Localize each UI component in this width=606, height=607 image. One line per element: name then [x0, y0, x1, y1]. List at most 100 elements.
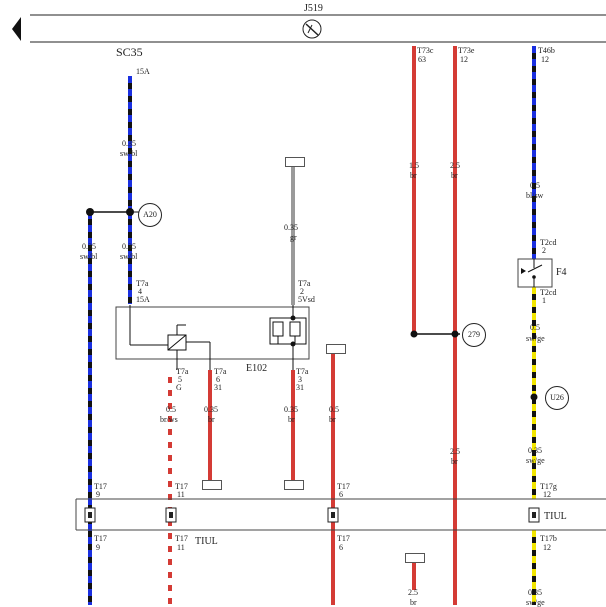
j519-label: J519 [304, 3, 323, 14]
wire-label-left-branch-size: 0.35 [82, 242, 96, 251]
conn-t2cd-1-name: T2cd [540, 288, 557, 297]
wire-label-red-mid3-color: br [329, 415, 336, 424]
conn-t17b-name: T17b [540, 534, 557, 543]
conn-t17-11-top-name: T17 [175, 482, 188, 491]
conn-t17g-name: T17g [540, 482, 557, 491]
conn-t7a-5-name: T7a [176, 367, 189, 376]
conn-t46b-pin: 12 [541, 55, 549, 64]
wire-label-bottom-red-color: br [410, 598, 417, 607]
wire-label-bottom-red-size: 2.5 [408, 588, 418, 597]
conn-t7a-5-sig: G [176, 383, 182, 392]
sc35-rating: 15A [136, 67, 150, 76]
conn-t17-9-top-pin: 9 [96, 490, 100, 499]
conn-t17-9-top-name: T17 [94, 482, 107, 491]
sc35-label: SC35 [116, 45, 143, 59]
wire-label-bottom-yellow-color: sw/ge [526, 598, 545, 607]
conn-t17-6-bot-pin: 6 [339, 543, 343, 552]
wire-label-t73e-color: br [451, 171, 458, 180]
tiul-connector-1 [84, 507, 96, 523]
j519-symbol-icon [302, 19, 322, 39]
conn-t73e-name: T73e [458, 46, 475, 55]
left-arrow-icon[interactable] [12, 17, 21, 41]
conn-t7a-3-pin: 3 [298, 375, 302, 384]
conn-t7a-6-sig: 31 [214, 383, 222, 392]
wire-label-yellow-mid-color: sw/ge [526, 334, 545, 343]
tiul-label-left: TIUL [195, 536, 218, 547]
wire-label-blue-right-color: bl/sw [526, 191, 544, 200]
conn-t17-6-top-name: T17 [337, 482, 350, 491]
tiul-label-right: TIUL [544, 511, 567, 522]
conn-t7a-2-sig: 5Vsd [298, 295, 315, 304]
tiul-connector-4 [528, 507, 540, 523]
conn-t17-6-bot-name: T17 [337, 534, 350, 543]
conn-t17-9-bot-name: T17 [94, 534, 107, 543]
wire-label-blue-right-size: 0.5 [530, 181, 540, 190]
conn-t17-11-bot-name: T17 [175, 534, 188, 543]
wire-label-t73e-size: 2.5 [450, 161, 460, 170]
conn-t17-9-bot-pin: 9 [96, 543, 100, 552]
conn-t7a-4-pin: 4 [138, 287, 142, 296]
conn-t17b-pin: 12 [543, 543, 551, 552]
wire-label-bottom-yellow-size: 0.35 [528, 588, 542, 597]
tiul-band [75, 498, 606, 531]
wire-label-sc-top-color: sw/bl [120, 149, 138, 158]
conn-t46b-name: T46b [538, 46, 555, 55]
f4-label: F4 [556, 267, 567, 278]
conn-t7a-4-sig: 15A [136, 295, 150, 304]
wire-label-grey-size: 0.35 [284, 223, 298, 232]
wire-label-grey-color: gr [290, 233, 297, 242]
wire-label-sc-lower-size: 0.35 [122, 242, 136, 251]
wire-label-left-branch-color: sw/bl [80, 252, 98, 261]
conn-t7a-2-pin: 2 [300, 287, 304, 296]
conn-t73e-pin: 12 [460, 55, 468, 64]
wire-label-yellow-mid-size: 0.5 [530, 323, 540, 332]
wire-label-red-stripe-color: br/ws [160, 415, 178, 424]
conn-t2cd-2-name: T2cd [540, 238, 557, 247]
f4-switch[interactable] [517, 258, 553, 288]
conn-t2cd-1-pin: 1 [542, 296, 546, 305]
ground-box-mid-1 [202, 480, 222, 490]
tiul-connector-3 [327, 507, 339, 523]
wire-label-red-mid1-size: 0.35 [204, 405, 218, 414]
conn-t7a-5-pin: 5 [178, 375, 182, 384]
conn-t7a-4-name: T7a [136, 279, 149, 288]
wire-label-red-mid1-color: br [208, 415, 215, 424]
e102-component[interactable] [115, 305, 310, 370]
node-279[interactable]: 279 [462, 323, 486, 347]
conn-t17-6-top-pin: 6 [339, 490, 343, 499]
wire-label-red-mid3-size: 0.5 [329, 405, 339, 414]
j519-bus [12, 14, 606, 43]
wire-label-red-mid2-color: br [288, 415, 295, 424]
wire-label-t73c-color: br [410, 171, 417, 180]
wire-label-t73e-lower-color: br [451, 457, 458, 466]
wire-label-sc-lower-color: sw/bl [120, 252, 138, 261]
conn-t7a-3-name: T7a [296, 367, 309, 376]
conn-t7a-2-name: T7a [298, 279, 311, 288]
ground-box-top [285, 157, 305, 167]
wire-label-sc-top-size: 0.35 [122, 139, 136, 148]
conn-t17-11-top-pin: 11 [177, 490, 185, 499]
junctions [86, 208, 538, 401]
e102-label: E102 [246, 363, 268, 374]
wire-label-red-mid2-size: 0.35 [284, 405, 298, 414]
node-u26[interactable]: U26 [545, 386, 569, 410]
conn-t17-11-bot-pin: 11 [177, 543, 185, 552]
wire-label-yellow-lower-size: 0.35 [528, 446, 542, 455]
conn-t73c-pin: 63 [418, 55, 426, 64]
ground-box-bottom [405, 553, 425, 563]
wire-label-red-stripe-size: 0.5 [166, 405, 176, 414]
conn-t2cd-2-pin: 2 [542, 246, 546, 255]
conn-t7a-6-pin: 6 [216, 375, 220, 384]
conn-t17g-pin: 12 [543, 490, 551, 499]
ground-box-mid-2 [284, 480, 304, 490]
wires [88, 46, 536, 605]
conn-t73c-name: T73c [417, 46, 434, 55]
conn-t7a-3-sig: 31 [296, 383, 304, 392]
wire-label-t73c-size: 1.5 [409, 161, 419, 170]
wire-label-yellow-lower-color: sw/ge [526, 456, 545, 465]
conn-t7a-6-name: T7a [214, 367, 227, 376]
tiul-connector-2 [165, 507, 177, 523]
ground-box-right-red [326, 344, 346, 354]
node-a20[interactable]: A20 [138, 203, 162, 227]
